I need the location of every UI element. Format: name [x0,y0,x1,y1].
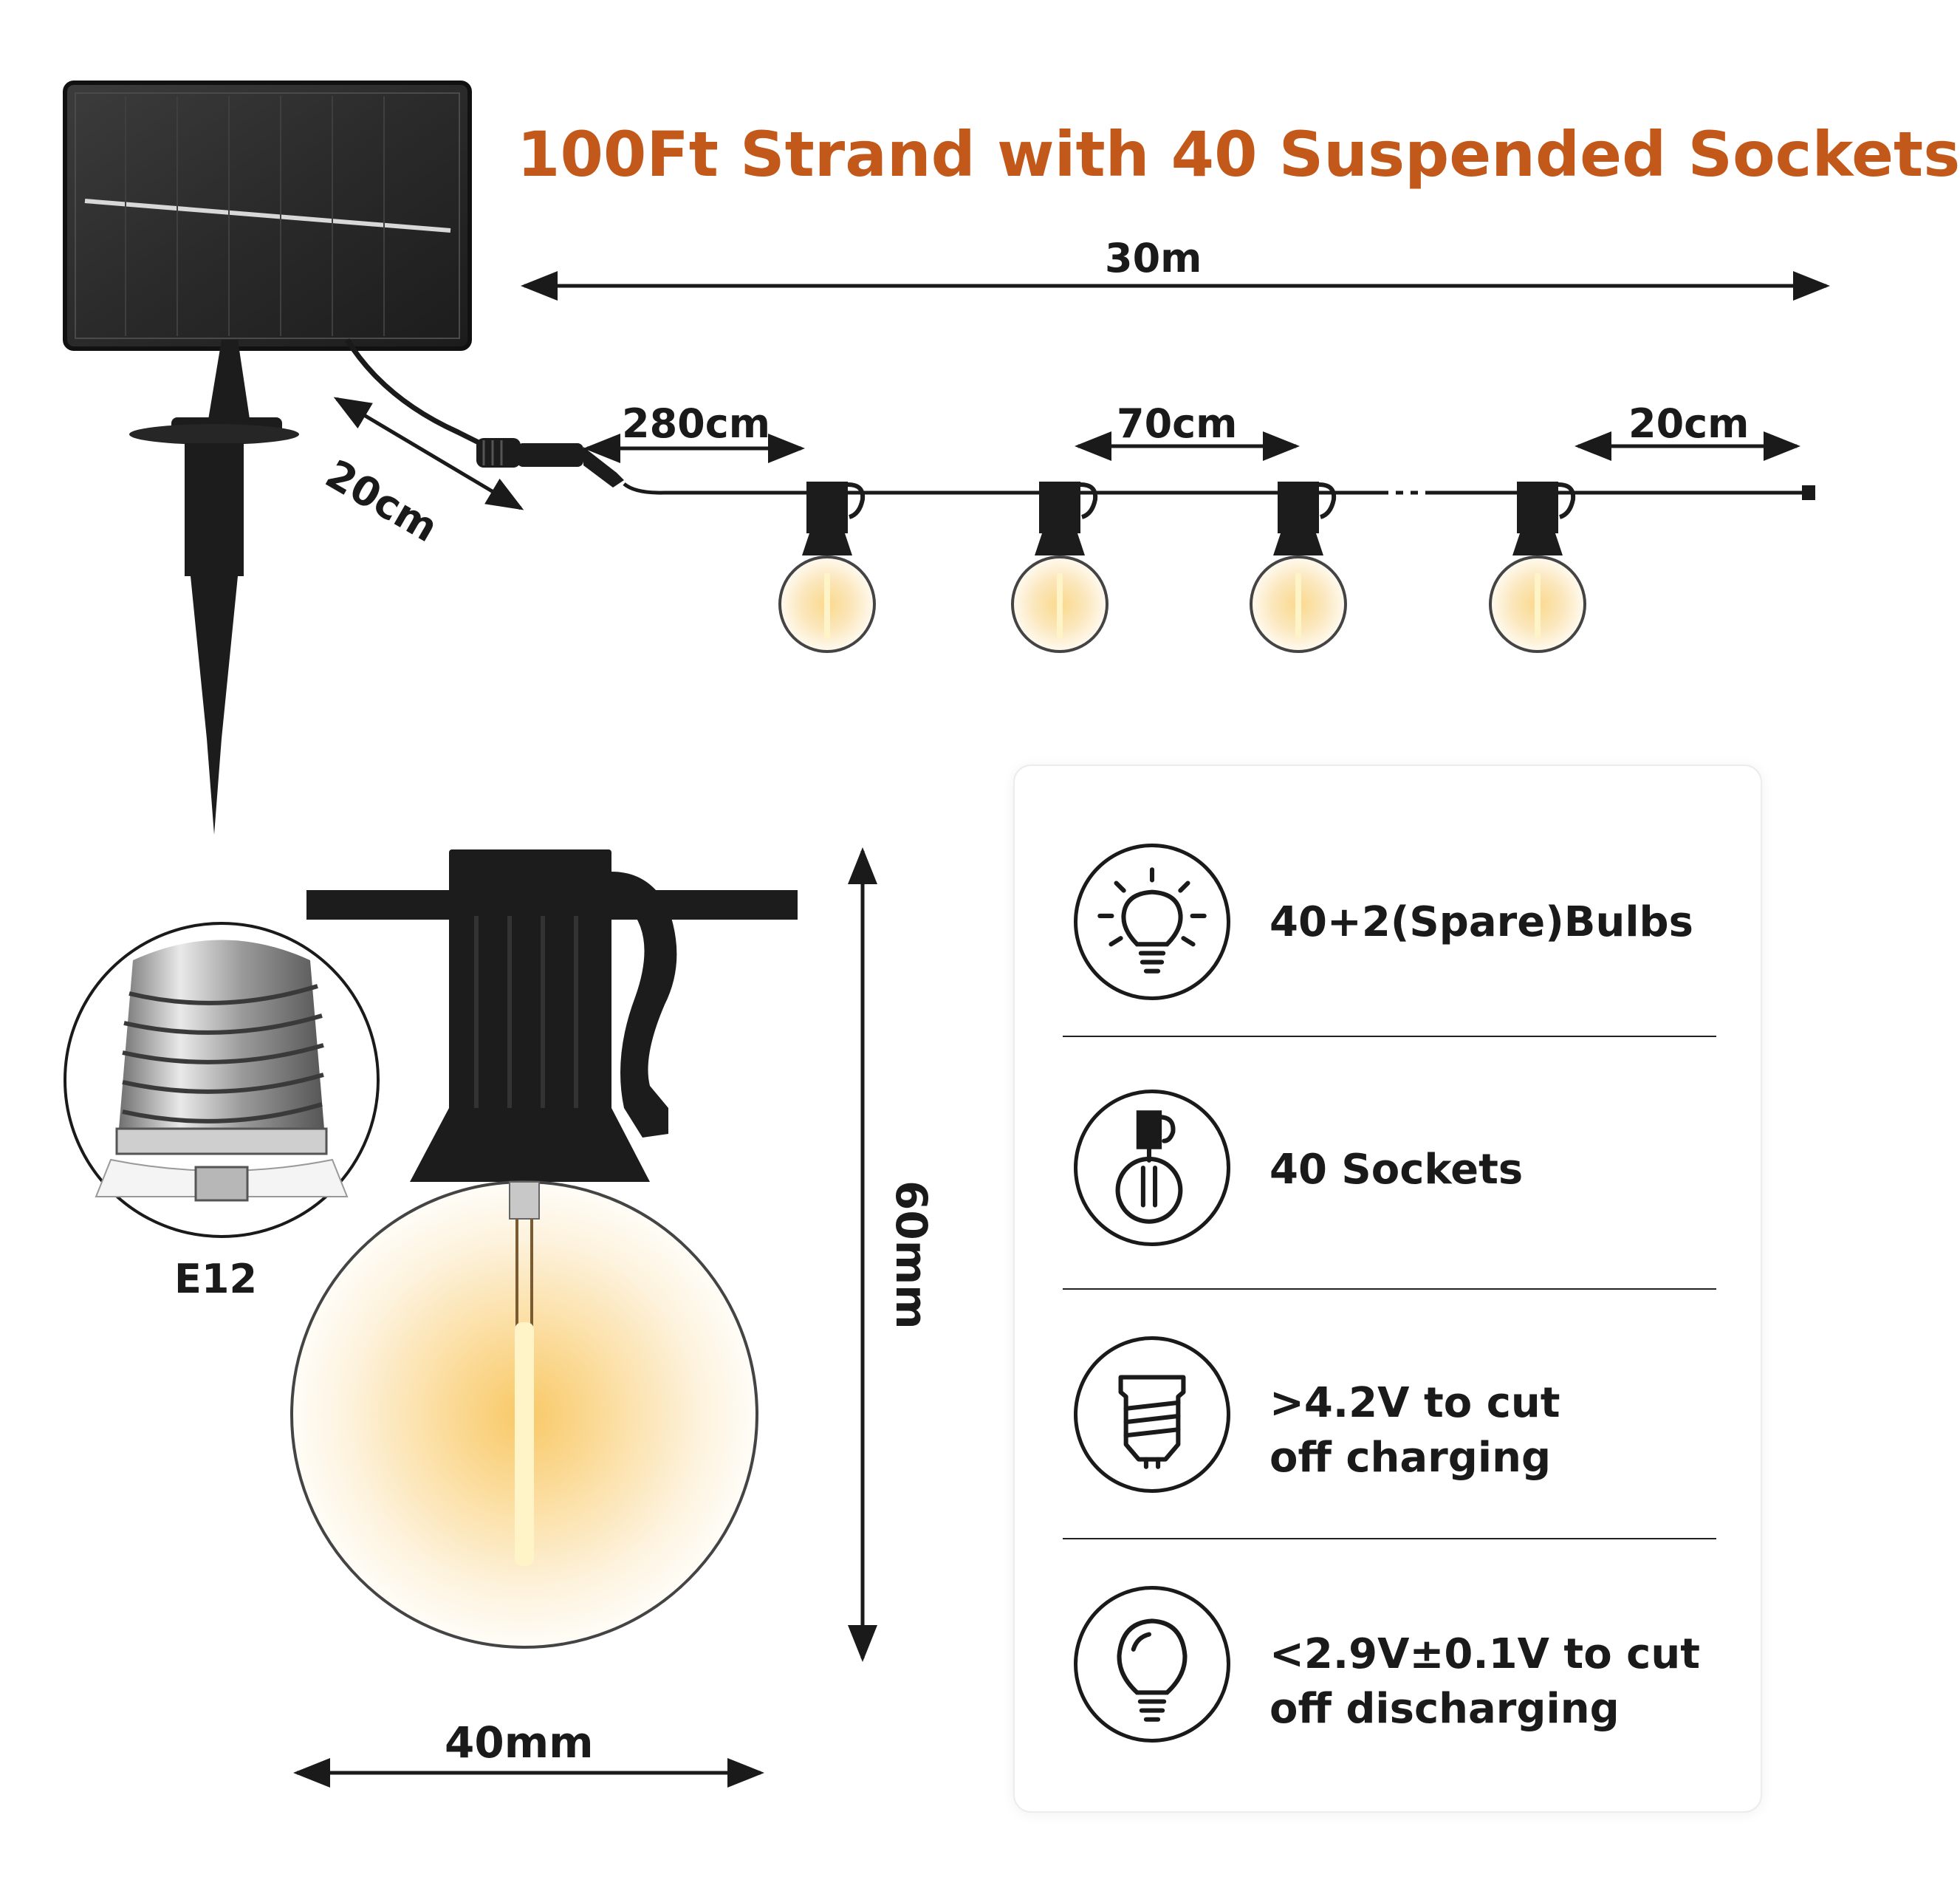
large-bulb [290,849,798,1649]
feature-sockets: 40 Sockets [1269,1146,1524,1194]
socket-bulb-icon [1074,1090,1230,1246]
e12-base-detail [64,922,380,1238]
feature-divider [1063,1288,1716,1290]
feature-discharge-line1: <2.9V±0.1V to cut [1269,1630,1700,1678]
cable-connector [476,438,624,488]
first-socket-label: 280cm [622,400,770,447]
bulb-rays-icon [1074,844,1230,1000]
page-title: 100Ft Strand with 40 Suspended Sockets [517,118,1960,191]
feature-discharge-cutoff: <2.9V±0.1V to cut off discharging [1269,1627,1700,1737]
bulb-height-label: 60mm [886,1180,936,1330]
tail-label: 20cm [1628,400,1750,447]
total-length-label: 30m [1105,235,1202,281]
strand-bulb [1250,482,1347,653]
screw-base-icon [1074,1336,1230,1493]
feature-charge-line1: >4.2V to cut [1269,1379,1560,1427]
feature-divider [1063,1036,1716,1037]
feature-divider [1063,1538,1716,1539]
strand-bulb [778,482,876,653]
bulb-width-label: 40mm [445,1717,594,1768]
strand-bulb [1489,482,1586,653]
solar-panel [63,81,472,351]
feature-charge-line2: off charging [1269,1434,1552,1482]
feature-discharge-line2: off discharging [1269,1685,1620,1733]
strand-bulbs [778,482,1586,653]
feature-spare-bulbs: 40+2(Spare)Bulbs [1269,898,1693,946]
strand-bulb [1011,482,1109,653]
product-illustration [63,81,1830,1788]
socket-spacing-label: 70cm [1117,400,1238,447]
ground-stake [129,340,299,835]
features-panel: 40+2(Spare)Bulbs 40 Sockets >4.2V to cut… [1013,765,1762,1813]
arrow-lead-cable [333,397,524,510]
feature-charge-cutoff: >4.2V to cut off charging [1269,1376,1560,1485]
bulb-outline-icon [1074,1586,1230,1743]
base-type-label: E12 [174,1256,258,1302]
